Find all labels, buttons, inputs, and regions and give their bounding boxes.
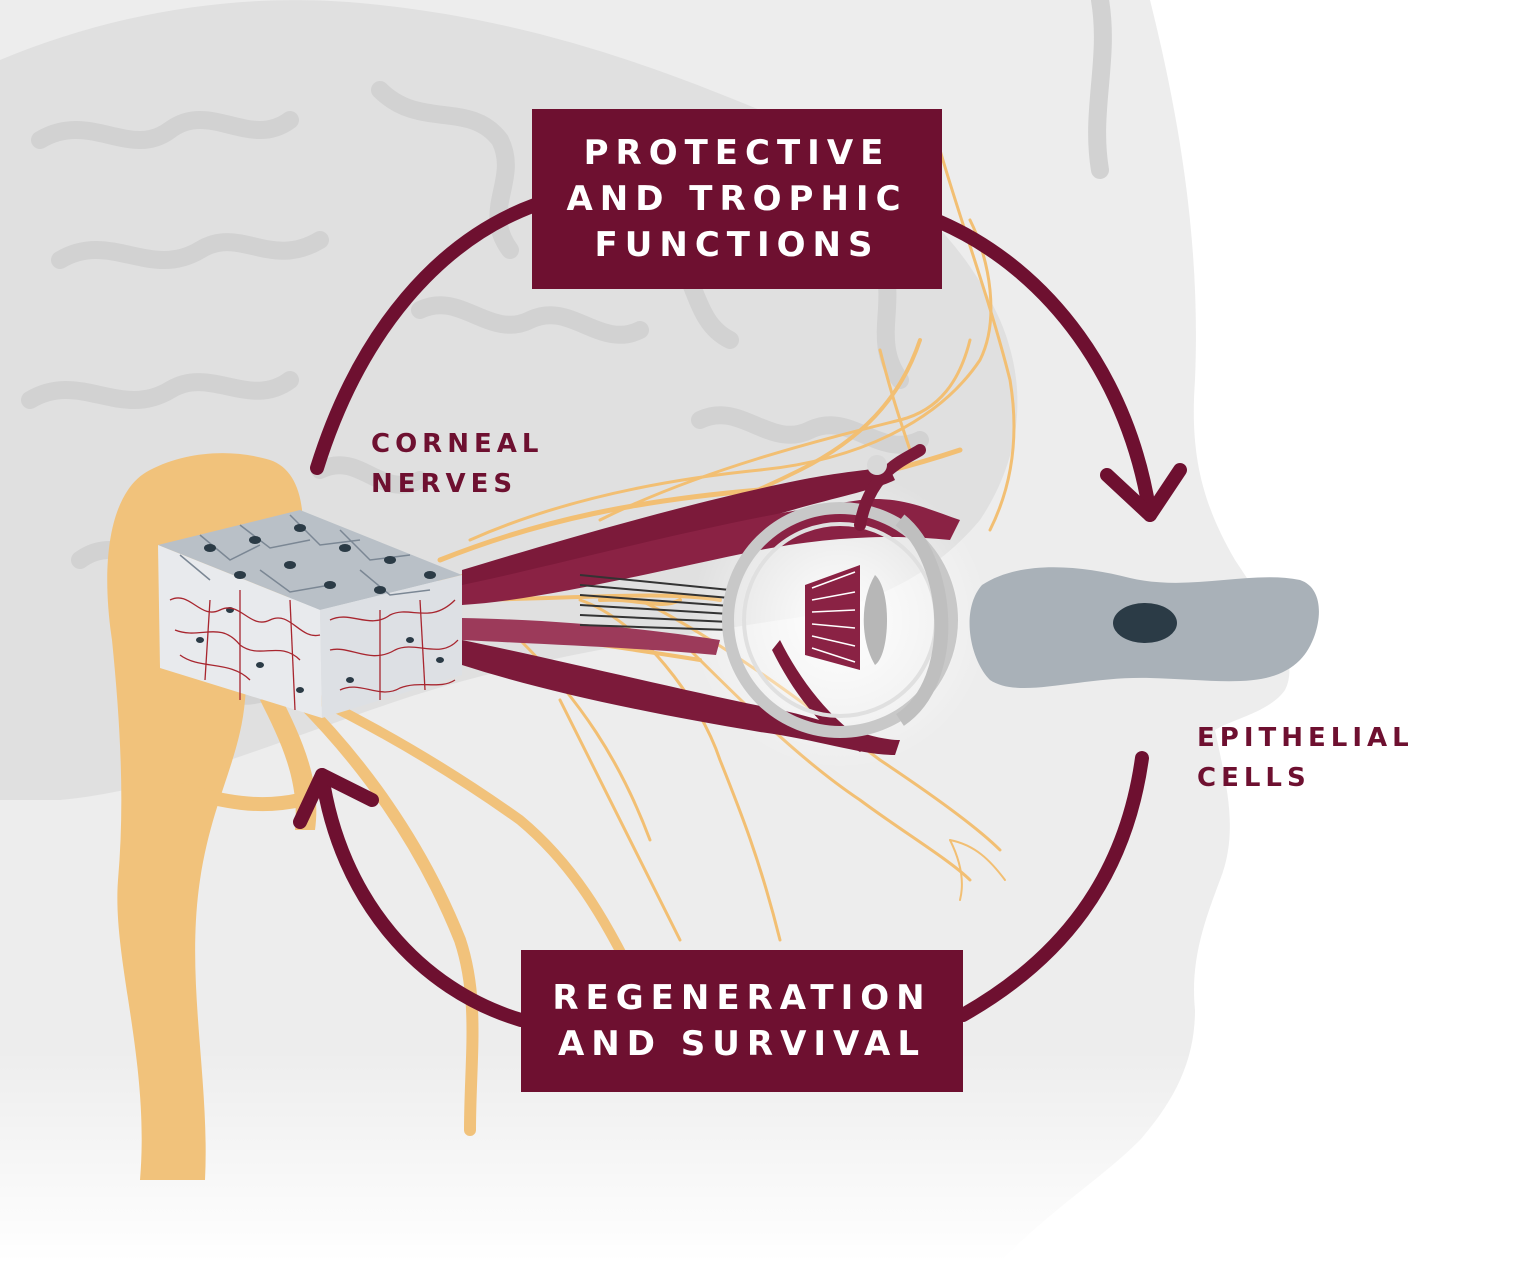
box-bottom-line-2: AND SURVIVAL: [552, 1021, 931, 1067]
epithelial-label-line-2: CELLS: [1197, 758, 1414, 798]
corneal-label-line-1: CORNEAL: [371, 424, 543, 464]
regeneration-survival-box: REGENERATION AND SURVIVAL: [521, 950, 963, 1092]
box-top-line-2: AND TROPHIC: [566, 176, 907, 222]
box-top-line-1: PROTECTIVE: [566, 130, 907, 176]
corneal-nerves-label: CORNEAL NERVES: [371, 424, 543, 504]
corneal-label-line-2: NERVES: [371, 464, 543, 504]
box-top-line-3: FUNCTIONS: [566, 222, 907, 268]
epithelial-cells-label: EPITHELIAL CELLS: [1197, 718, 1414, 798]
box-bottom-line-1: REGENERATION: [552, 975, 931, 1021]
protective-trophic-functions-box: PROTECTIVE AND TROPHIC FUNCTIONS: [532, 109, 942, 289]
epithelial-label-line-1: EPITHELIAL: [1197, 718, 1414, 758]
epithelial-cell: [970, 567, 1319, 688]
